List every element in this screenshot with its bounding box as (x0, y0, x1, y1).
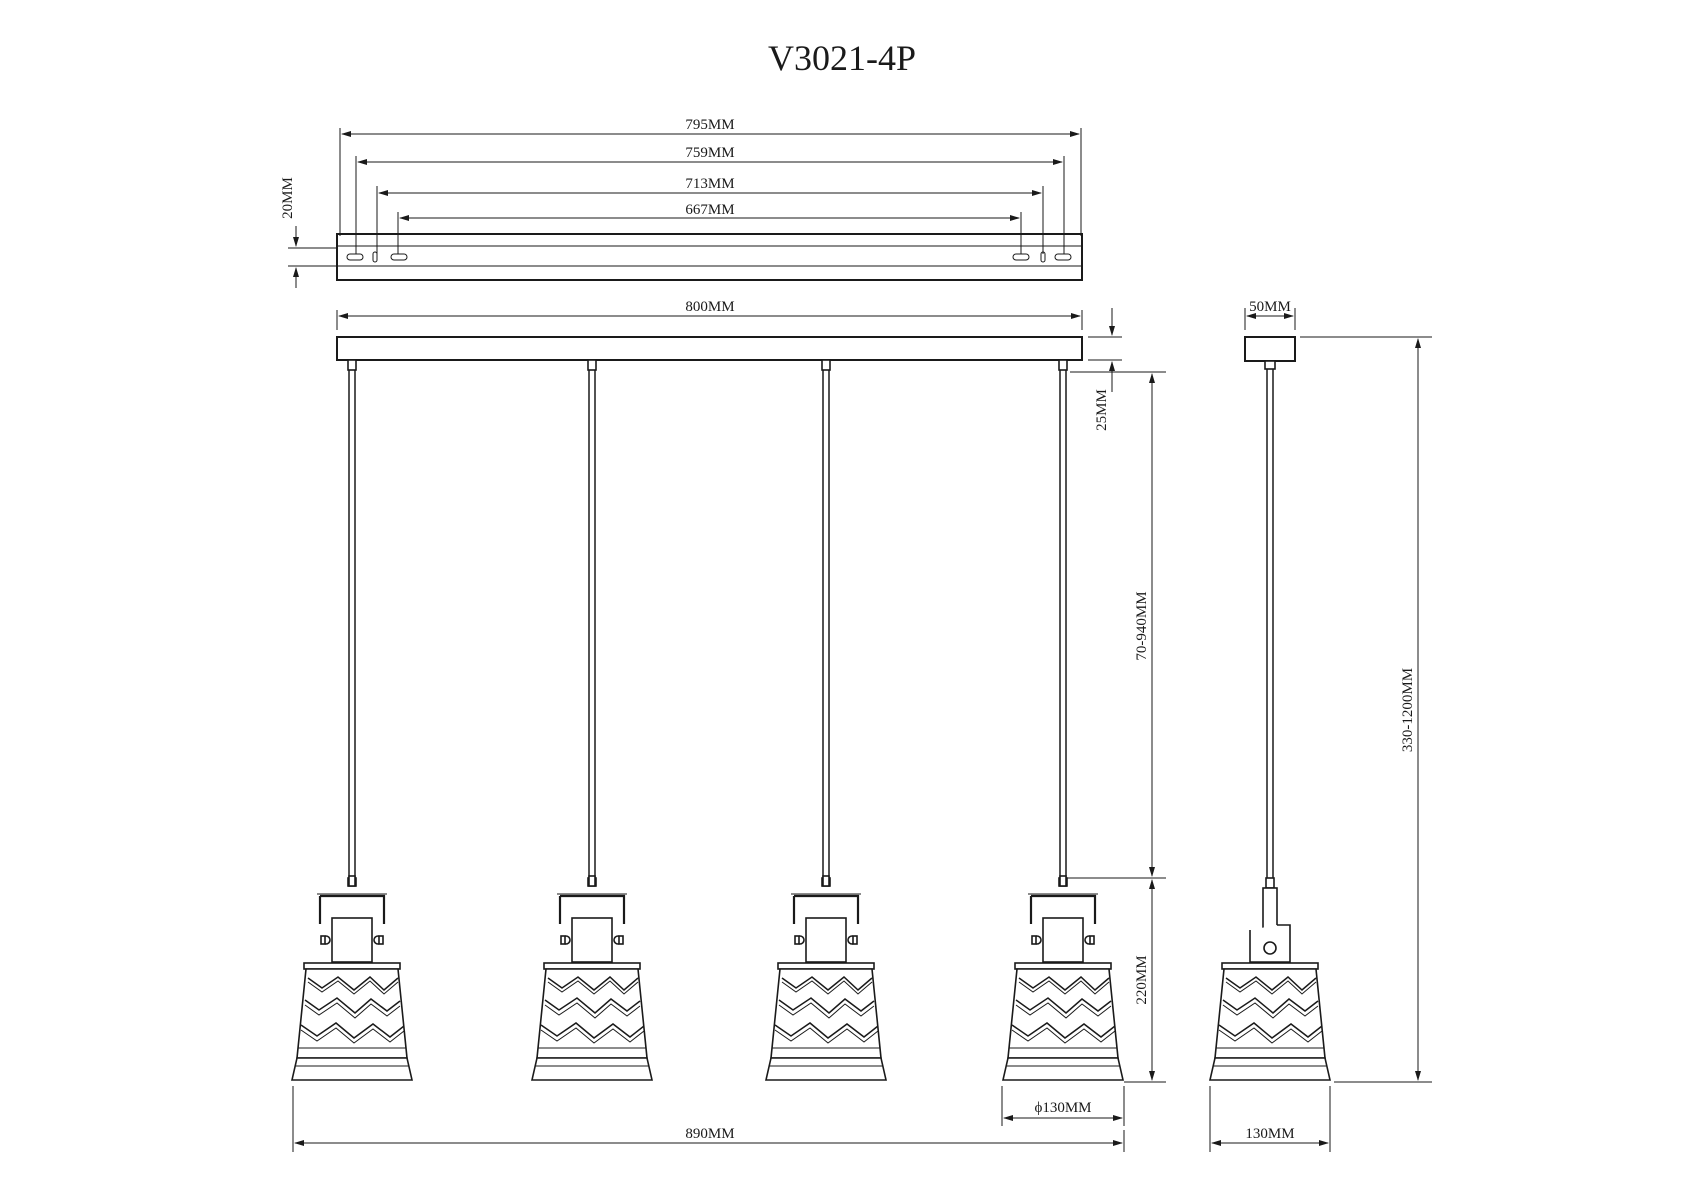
dimension-side-130: 130MM (1209, 1086, 1331, 1152)
dimension-759: 759MM (357, 145, 1063, 165)
dimension-890: 890MM (292, 1086, 1125, 1152)
top-view-mounting-plate (336, 128, 1083, 281)
svg-text:330-1200MM: 330-1200MM (1400, 668, 1416, 752)
dimension-330-1200: 330-1200MM (1300, 336, 1432, 1083)
pendant-1 (290, 359, 414, 1082)
svg-text:713MM: 713MM (685, 176, 734, 192)
svg-text:50MM: 50MM (1249, 299, 1291, 315)
pendant-2 (530, 359, 654, 1082)
dimension-70-940: 70-940MM (1066, 371, 1166, 879)
svg-text:20MM: 20MM (280, 177, 296, 219)
dimension-713: 713MM (378, 176, 1042, 196)
canopy-front (336, 310, 1083, 361)
dimension-25: 25MM (1088, 308, 1122, 431)
side-view (1208, 308, 1332, 1081)
dimension-diameter-130: ϕ130MM (1001, 1086, 1125, 1126)
svg-text:667MM: 667MM (685, 202, 734, 218)
svg-text:759MM: 759MM (685, 145, 734, 161)
dimension-50: 50MM (1246, 299, 1294, 319)
drawing-title: V3021-4P (768, 38, 916, 78)
svg-text:220MM: 220MM (1134, 955, 1150, 1004)
dimension-800: 800MM (338, 299, 1081, 319)
svg-text:800MM: 800MM (685, 299, 734, 315)
svg-text:70-940MM: 70-940MM (1134, 591, 1150, 660)
svg-text:795MM: 795MM (685, 117, 734, 133)
pendant-3 (764, 359, 888, 1082)
svg-text:ϕ130MM: ϕ130MM (1034, 1100, 1091, 1116)
svg-text:130MM: 130MM (1245, 1126, 1294, 1142)
dimension-667: 667MM (399, 202, 1020, 221)
svg-text:890MM: 890MM (685, 1126, 734, 1142)
dimension-795: 795MM (341, 117, 1080, 137)
dimension-20: 20MM (280, 177, 337, 288)
svg-text:25MM: 25MM (1094, 389, 1110, 431)
dimension-220: 220MM (1124, 879, 1166, 1083)
pendant-4 (1001, 359, 1125, 1082)
